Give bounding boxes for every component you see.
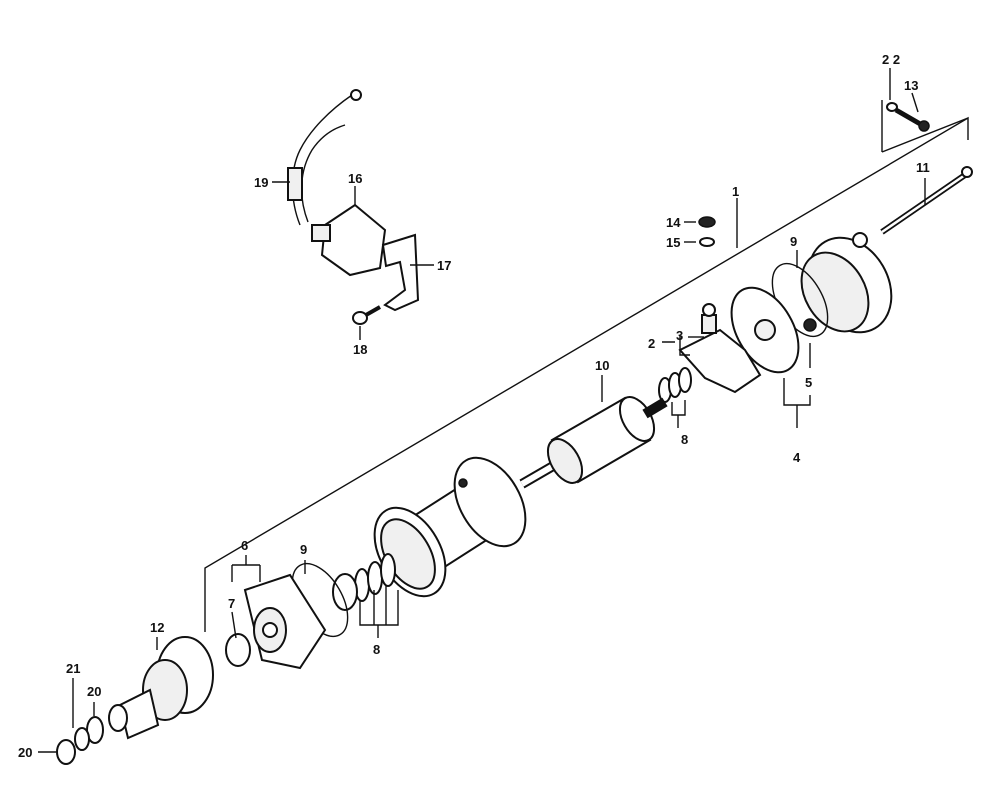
callout-20-upper: 20 — [87, 684, 101, 699]
callout-12: 12 — [150, 620, 164, 635]
o-ring — [225, 633, 251, 667]
leader-6 — [231, 555, 261, 582]
leader-8-left — [359, 585, 399, 638]
brush-plate — [730, 286, 817, 374]
callout-13: 13 — [904, 78, 918, 93]
callout-22: 2 2 — [882, 52, 900, 67]
callout-1: 1 — [732, 184, 739, 199]
screw-18 — [352, 305, 381, 325]
leader-8-right — [671, 400, 686, 428]
callout-18: 18 — [353, 342, 367, 357]
starter-clutch — [108, 636, 214, 740]
callout-21: 21 — [66, 661, 80, 676]
leader-13 — [911, 92, 919, 113]
assembly-bracket-line — [204, 116, 969, 632]
shim-left-3 — [380, 553, 396, 587]
callout-19: 19 — [254, 175, 268, 190]
callout-8-left: 8 — [373, 642, 380, 657]
callout-7: 7 — [228, 596, 235, 611]
through-bolt — [880, 166, 973, 235]
callout-17: 17 — [437, 258, 451, 273]
washer-21 — [74, 727, 90, 751]
callout-5: 5 — [805, 375, 812, 390]
leader-7 — [231, 611, 237, 639]
callout-2: 2 — [648, 336, 655, 351]
front-cover — [243, 573, 327, 670]
thrust-plate — [332, 573, 358, 611]
brush-holder — [678, 303, 762, 394]
callout-6: 6 — [241, 538, 248, 553]
callout-15: 15 — [666, 235, 680, 250]
bolt-13 — [886, 102, 930, 132]
callout-9-left: 9 — [300, 542, 307, 557]
leader-4 — [783, 378, 811, 428]
callout-20-lower: 20 — [18, 745, 32, 760]
nut-14 — [698, 216, 716, 228]
washer-15 — [699, 237, 715, 247]
relay-bracket — [381, 233, 420, 312]
callout-11: 11 — [916, 160, 930, 175]
callout-10: 10 — [595, 358, 609, 373]
callout-16: 16 — [348, 171, 362, 186]
rear-end-cover — [800, 232, 893, 334]
starter-relay — [287, 89, 387, 277]
bracket-top-line — [881, 117, 969, 153]
shim-right-3 — [678, 367, 692, 393]
shim-left-2 — [367, 561, 383, 595]
leader-2 — [662, 336, 690, 356]
callout-14: 14 — [666, 215, 681, 230]
callout-3: 3 — [676, 328, 683, 343]
callout-8-right: 8 — [681, 432, 688, 447]
callout-9-right: 9 — [790, 234, 797, 249]
armature — [519, 396, 668, 489]
callout-4: 4 — [793, 450, 801, 465]
washer-20-lower — [56, 739, 76, 765]
